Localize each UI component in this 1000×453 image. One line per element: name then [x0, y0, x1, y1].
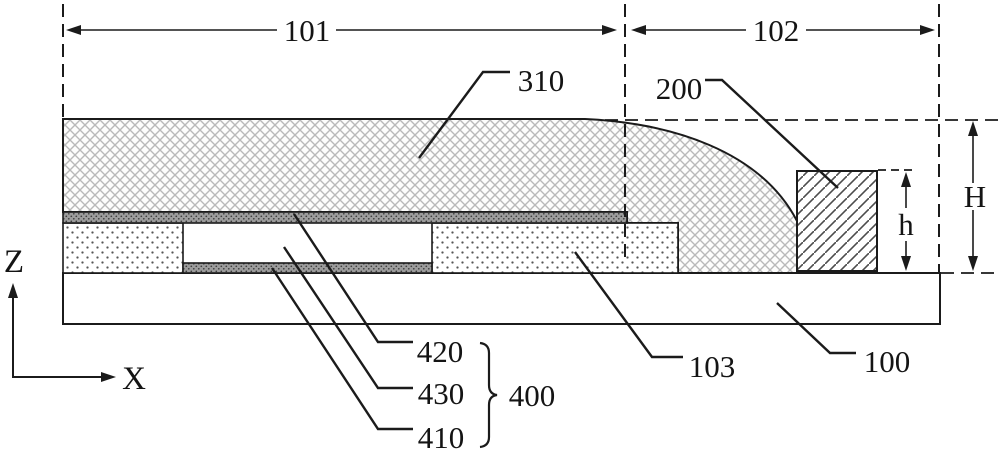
dim-h-label: h [898, 207, 914, 242]
label-200: 200 [656, 71, 703, 106]
dimension-H: H [964, 121, 986, 271]
arrowhead-up-icon [968, 121, 978, 136]
substrate-100-rect [62, 272, 941, 325]
label-410: 410 [418, 420, 465, 453]
arrowhead-right-icon [101, 372, 116, 382]
leader-103 [574, 251, 683, 359]
leader-430 [283, 246, 413, 390]
dimension-h: h [898, 172, 914, 271]
arrowhead-up-icon [8, 283, 18, 298]
axis-z-label: Z [4, 244, 24, 280]
dim-102-label: 102 [753, 13, 800, 48]
block-200-region [796, 170, 878, 274]
leader-420 [292, 213, 413, 344]
part-labels: 310 200 420 430 410 400 103 100 [417, 63, 911, 453]
dimension-102: 102 [631, 13, 935, 48]
label-310: 310 [518, 63, 565, 98]
arrowhead-right-icon [920, 25, 935, 35]
arrowhead-down-icon [968, 256, 978, 271]
leader-200 [705, 78, 839, 189]
coordinate-axes: Z X [4, 244, 146, 397]
dim-101-label: 101 [284, 13, 331, 48]
leader-310 [418, 70, 510, 159]
layer-103-right-rect [431, 222, 679, 274]
dimension-101: 101 [66, 13, 617, 48]
axis-x-label: X [122, 361, 146, 397]
layer-410-rect [182, 262, 433, 274]
stack-400-region [62, 211, 628, 274]
label-100: 100 [864, 344, 911, 379]
layer-103-left-rect [62, 222, 184, 274]
leader-lines [270, 70, 856, 431]
axes-lines [12, 296, 103, 378]
layer-420-rect [62, 211, 628, 224]
label-420: 420 [417, 334, 464, 369]
arrowhead-down-icon [901, 256, 911, 271]
arrowhead-right-icon [602, 25, 617, 35]
label-103: 103 [689, 349, 736, 384]
arrowhead-left-icon [631, 25, 646, 35]
leader-100 [776, 302, 856, 355]
brace-400-icon [479, 341, 498, 449]
reference-lines [62, 4, 1000, 274]
arrowhead-up-icon [901, 172, 911, 187]
label-430: 430 [418, 376, 465, 411]
arrowhead-left-icon [66, 25, 81, 35]
dim-H-label: H [964, 179, 986, 214]
substrate-100-region [62, 272, 941, 325]
label-400: 400 [509, 378, 556, 413]
leader-410 [270, 267, 413, 431]
